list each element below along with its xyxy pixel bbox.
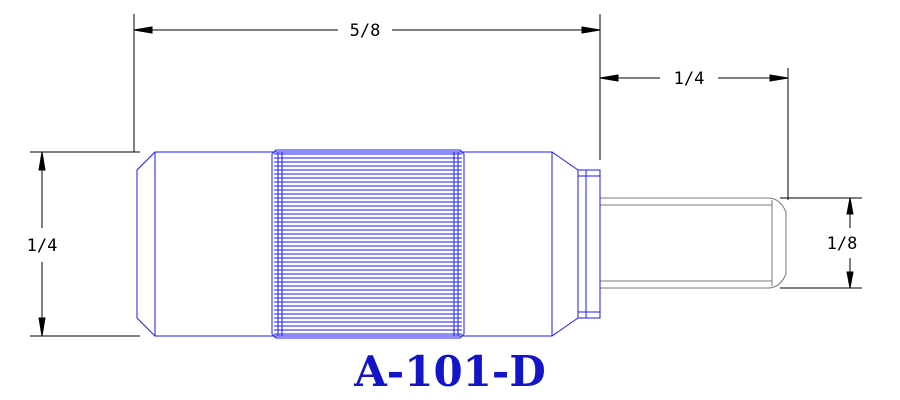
dimension-label-body-diameter: 1/4 — [27, 236, 58, 256]
arrowhead — [581, 26, 601, 34]
dimension-label-overall-length: 5/8 — [350, 21, 381, 41]
dimension-shaft-diameter — [780, 197, 862, 289]
shaft-outline — [600, 197, 787, 289]
dimension-shaft-length — [599, 68, 789, 200]
part-number-label: A-101-D — [353, 347, 546, 396]
arrowhead — [38, 151, 46, 171]
dimension-body-diameter — [30, 151, 140, 337]
knurled-grip — [274, 152, 462, 336]
arrowhead — [133, 26, 153, 34]
dimension-label-shaft-length: 1/4 — [674, 69, 705, 89]
arrowhead — [769, 74, 789, 82]
cylinder-body — [136, 149, 601, 339]
dimension-label-shaft-diameter: 1/8 — [827, 234, 858, 254]
body-outline — [136, 151, 579, 337]
arrowhead — [38, 317, 46, 337]
dimension-overall-length — [133, 14, 601, 160]
shaft — [600, 197, 787, 289]
arrowhead — [846, 271, 854, 289]
arrowhead — [599, 74, 619, 82]
knurled-grip-outline — [271, 149, 465, 339]
arrowhead — [846, 197, 854, 215]
collar — [577, 169, 601, 319]
